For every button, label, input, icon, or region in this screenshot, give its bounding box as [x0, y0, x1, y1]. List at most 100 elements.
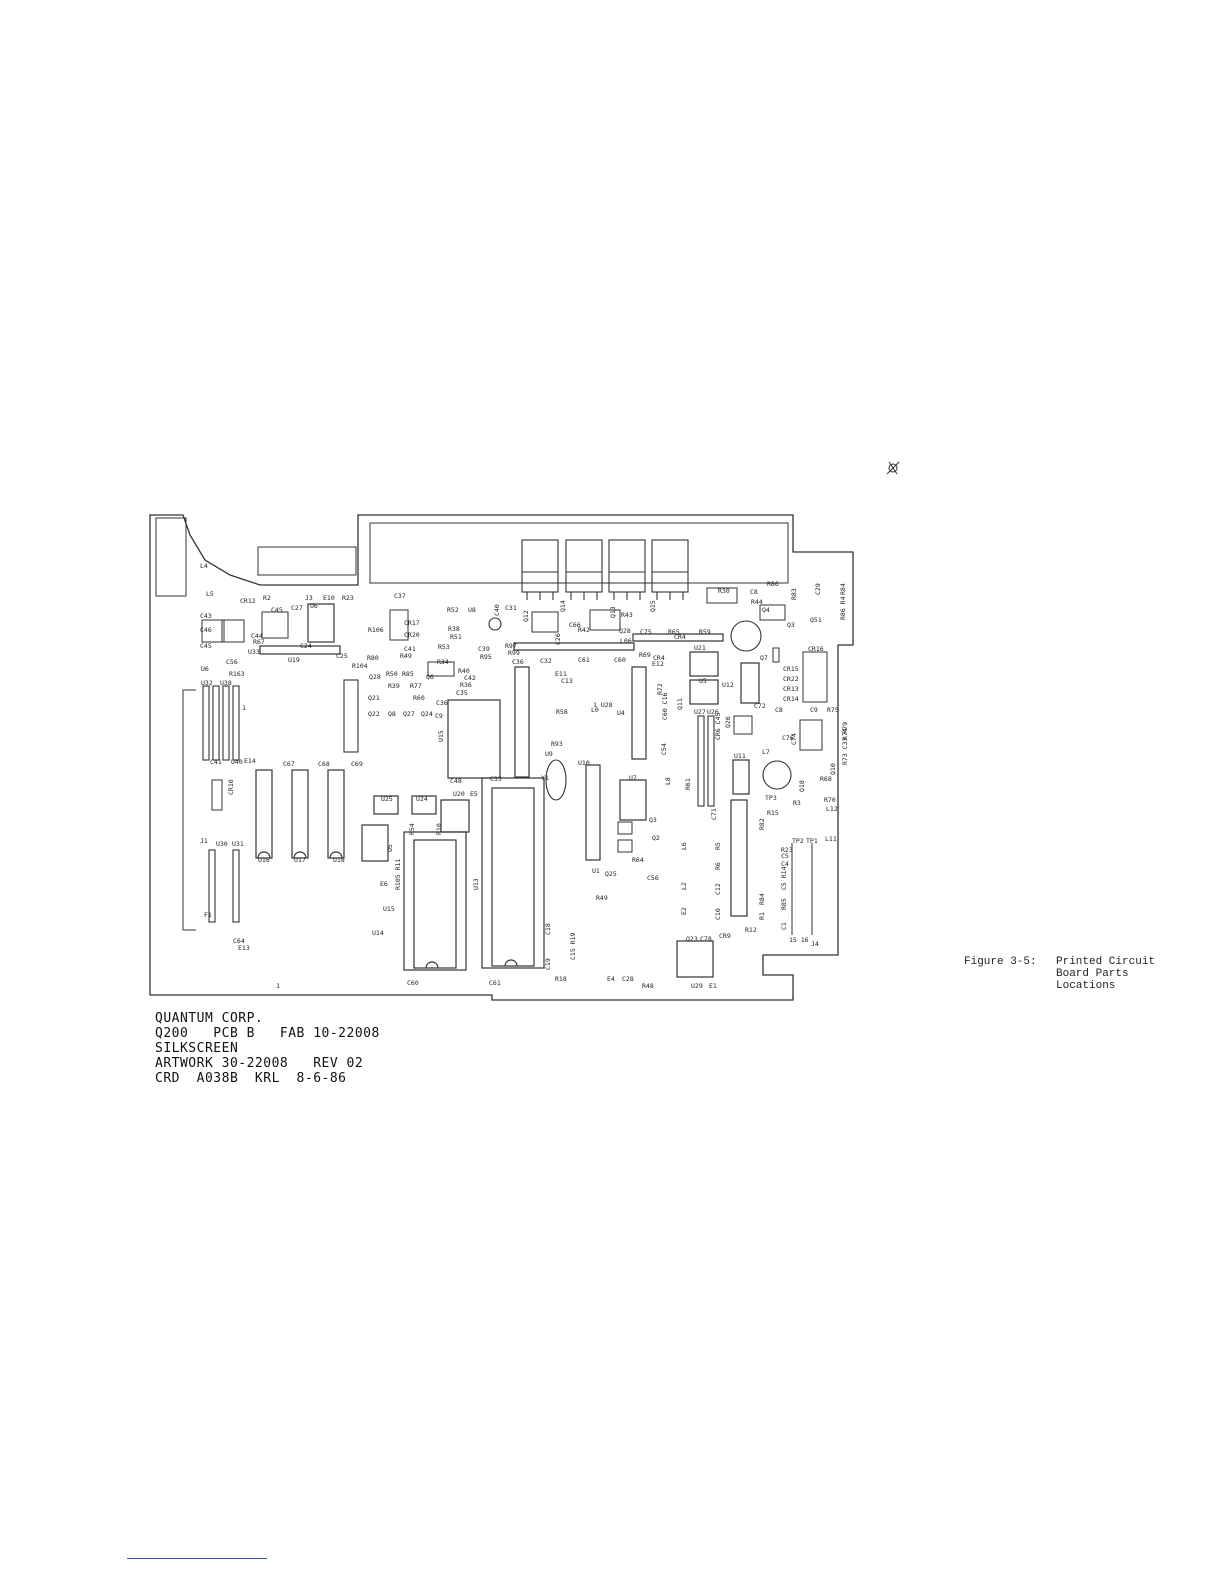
regulator-row [521, 539, 689, 600]
svg-text:R49: R49 [596, 894, 608, 902]
svg-text:R3: R3 [793, 799, 801, 807]
svg-text:R2: R2 [263, 594, 271, 602]
svg-text:R97: R97 [505, 642, 517, 650]
svg-text:R38: R38 [448, 625, 460, 633]
svg-text:Q3: Q3 [787, 621, 795, 629]
svg-text:R86 R4: R86 R4 [839, 596, 847, 620]
svg-text:15 16: 15 16 [789, 936, 809, 944]
ic-u6 [307, 603, 335, 643]
svg-text:C78: C78 [700, 935, 712, 943]
svg-text:C61: C61 [489, 979, 501, 987]
svg-text:CR16: CR16 [808, 645, 824, 653]
svg-text:U31: U31 [232, 840, 244, 848]
ic-u2 [730, 799, 748, 917]
svg-text:Q27: Q27 [403, 710, 415, 718]
svg-text:R75: R75 [827, 706, 839, 714]
svg-text:C18: C18 [544, 923, 552, 935]
ic-u15 [447, 699, 501, 779]
svg-text:C76: C76 [782, 734, 794, 742]
svg-text:R74: R74 [841, 728, 849, 740]
svg-text:U14: U14 [372, 929, 384, 937]
svg-text:L12: L12 [826, 805, 838, 813]
svg-text:C48: C48 [450, 777, 462, 785]
svg-text:Q6: Q6 [426, 673, 434, 681]
svg-text:CR13: CR13 [783, 685, 799, 693]
svg-text:Q4: Q4 [762, 606, 770, 614]
svg-text:C67: C67 [283, 760, 295, 768]
svg-text:U33: U33 [248, 648, 260, 656]
svg-text:U1: U1 [592, 867, 600, 875]
svg-text:CR4: CR4 [653, 654, 665, 662]
svg-text:C10: C10 [714, 908, 722, 920]
svg-text:1: 1 [276, 982, 280, 990]
svg-text:C5 R14: C5 R14 [780, 866, 788, 890]
small-components [201, 587, 828, 853]
svg-text:C60: C60 [614, 656, 626, 664]
svg-text:U19: U19 [288, 656, 300, 664]
svg-text:R12: R12 [745, 926, 757, 934]
svg-text:R59: R59 [699, 628, 711, 636]
svg-text:R95: R95 [480, 653, 492, 661]
rotated-designators: Q14 Q15 Q12 Q13 C40 C26 U15 C18 C19 C15 … [227, 583, 849, 970]
svg-text:R52: R52 [447, 606, 459, 614]
svg-text:CR12: CR12 [240, 597, 256, 605]
ic-u4 [631, 666, 647, 760]
svg-text:U18: U18 [333, 856, 345, 864]
svg-text:R5: R5 [714, 842, 722, 850]
svg-text:Q3: Q3 [649, 816, 657, 824]
svg-text:C39: C39 [478, 645, 490, 653]
svg-text:U30: U30 [216, 840, 228, 848]
svg-text:Q51: Q51 [810, 616, 822, 624]
svg-text:C12: C12 [714, 883, 722, 895]
svg-text:R104: R104 [352, 662, 368, 670]
svg-text:R48: R48 [642, 982, 654, 990]
svg-text:Q28: Q28 [369, 673, 381, 681]
svg-text:E5: E5 [470, 790, 478, 798]
svg-text:R84: R84 [839, 583, 847, 595]
svg-text:R42: R42 [578, 626, 590, 634]
svg-text:U26: U26 [707, 708, 719, 716]
svg-text:Q21: Q21 [368, 694, 380, 702]
ic-u14 [403, 831, 467, 971]
strip-1 [513, 642, 635, 651]
svg-text:R64: R64 [632, 856, 644, 864]
svg-text:R86: R86 [767, 580, 779, 588]
svg-text:L0: L0 [591, 706, 599, 714]
strip-2 [632, 633, 724, 642]
svg-text:L2: L2 [680, 882, 688, 890]
svg-text:R30: R30 [718, 587, 730, 595]
svg-text:R105 R11: R105 R11 [394, 859, 402, 890]
svg-text:C60: C60 [407, 979, 419, 987]
svg-text:CR22: CR22 [783, 675, 799, 683]
svg-text:C41: C41 [210, 758, 222, 766]
svg-text:C5: C5 [781, 852, 789, 860]
svg-text:C19: C19 [544, 958, 552, 970]
svg-text:R73 C33 R79: R73 C33 R79 [841, 722, 849, 765]
svg-text:R85: R85 [780, 898, 788, 910]
svg-text:U4: U4 [617, 709, 625, 717]
ic-u11 [732, 759, 750, 795]
connector-j4 [791, 843, 813, 935]
svg-text:U20: U20 [453, 790, 465, 798]
svg-text:C64: C64 [233, 937, 245, 945]
svg-text:R49: R49 [400, 652, 412, 660]
svg-text:Q23: Q23 [686, 935, 698, 943]
svg-text:R15: R15 [767, 809, 779, 817]
svg-text:E6: E6 [380, 880, 388, 888]
svg-text:U17: U17 [294, 856, 306, 864]
svg-text:U27: U27 [694, 708, 706, 716]
ic-u14-inner [413, 839, 457, 969]
svg-text:R40: R40 [458, 667, 470, 675]
svg-text:R163: R163 [229, 670, 245, 678]
svg-text:Q15: Q15 [649, 600, 657, 612]
svg-text:Q10: Q10 [829, 763, 837, 775]
svg-text:U9: U9 [545, 750, 553, 758]
svg-text:Y1: Y1 [541, 774, 549, 782]
svg-text:C43: C43 [200, 612, 212, 620]
svg-text:R106: R106 [368, 626, 384, 634]
svg-text:R82: R82 [758, 818, 766, 830]
svg-text:U7: U7 [629, 774, 637, 782]
svg-text:C71: C71 [710, 808, 718, 820]
svg-text:R77: R77 [410, 682, 422, 690]
svg-text:C9: C9 [810, 706, 818, 714]
